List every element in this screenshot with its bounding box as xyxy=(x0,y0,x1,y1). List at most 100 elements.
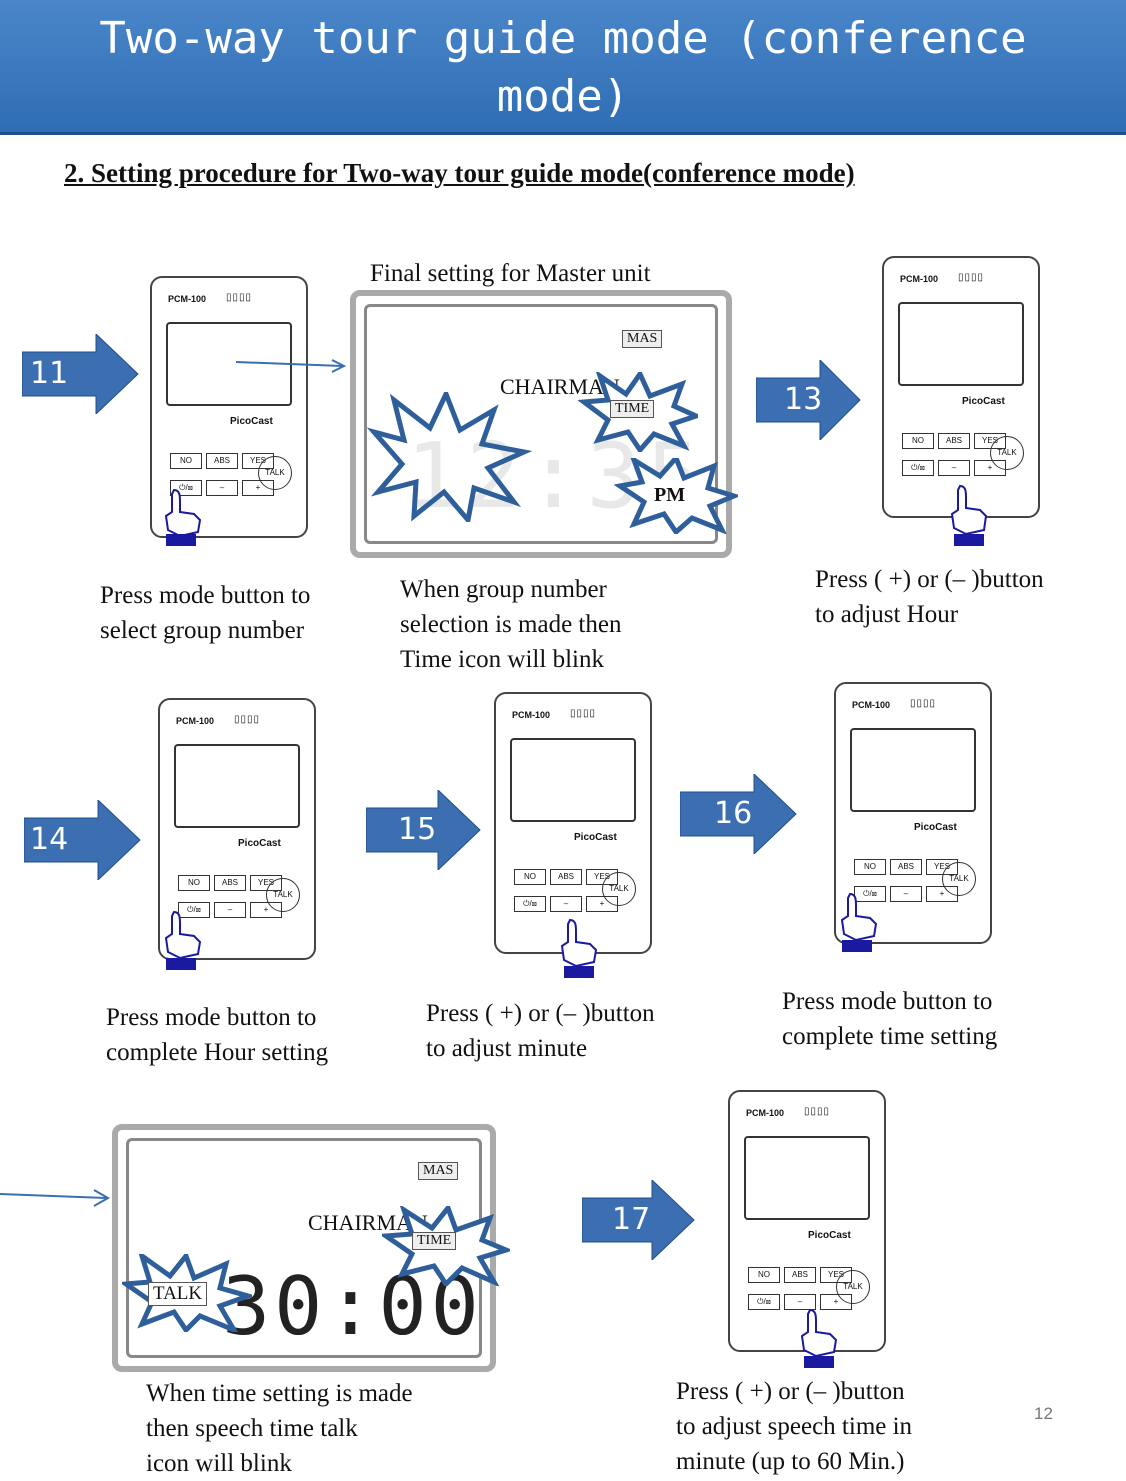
speaker-grill: ▯▯▯▯ xyxy=(226,293,253,304)
minus-key: – xyxy=(890,886,922,902)
pointer-arrow xyxy=(235,359,347,373)
mode-key: ⏻/⊠ xyxy=(748,1294,780,1310)
no-key: NO xyxy=(170,453,202,469)
talk-key: TALK xyxy=(258,456,292,490)
device-brand: PCM-100 xyxy=(168,294,207,304)
device-brand: PCM-100 xyxy=(900,274,939,284)
time-indicator: TIME xyxy=(412,1232,457,1250)
mode-key: ⏻/⊠ xyxy=(514,896,546,912)
talk-key: TALK xyxy=(266,878,300,912)
minus-key: – xyxy=(784,1294,816,1310)
device-screen xyxy=(174,744,300,828)
caption-step-17: Press ( +) or (– )button to adjust speec… xyxy=(676,1378,913,1475)
minus-key: – xyxy=(214,902,246,918)
blink-burst xyxy=(366,392,533,522)
pm-burst xyxy=(614,458,738,534)
mode-key: ⏻/⊠ xyxy=(178,902,210,918)
step-arrow-13 xyxy=(756,360,861,440)
pointer-arrow xyxy=(0,1189,111,1207)
pointing-hand-icon xyxy=(164,488,202,546)
abs-key: ABS xyxy=(890,859,922,875)
device-screen xyxy=(898,302,1024,386)
device-logo: PicoCast xyxy=(574,832,617,843)
step-arrow-15 xyxy=(366,790,481,870)
mode-key: ⏻/⊠ xyxy=(170,480,202,496)
time-indicator: TIME xyxy=(610,400,655,418)
device-brand: PCM-100 xyxy=(512,710,551,720)
section-heading: 2. Setting procedure for Two-way tour gu… xyxy=(64,158,855,188)
no-key: NO xyxy=(854,859,886,875)
pointing-hand-icon xyxy=(560,918,598,978)
page-number: 12 xyxy=(1034,1404,1053,1423)
step-arrow-16 xyxy=(680,774,797,854)
speaker-grill: ▯▯▯▯ xyxy=(234,715,261,726)
device-logo: PicoCast xyxy=(238,838,281,849)
no-key: NO xyxy=(514,869,546,885)
caption-step-15: Press ( +) or (– )button to adjust minut… xyxy=(426,1000,655,1062)
step-number-11: 11 xyxy=(30,356,69,391)
caption-step-16: Press mode button to complete time setti… xyxy=(782,988,998,1050)
speaker-grill: ▯▯▯▯ xyxy=(958,273,985,284)
device-screen xyxy=(744,1136,870,1220)
mode-key: ⏻/⊠ xyxy=(902,460,934,476)
mode-key: ⏻/⊠ xyxy=(854,886,886,902)
talk-key: TALK xyxy=(942,862,976,896)
pointing-hand-icon xyxy=(800,1308,838,1368)
step-number-17: 17 xyxy=(612,1202,651,1237)
caption-step-13: Press ( +) or (– )button to adjust Hour xyxy=(815,566,1044,628)
abs-key: ABS xyxy=(784,1267,816,1283)
device-brand: PCM-100 xyxy=(746,1108,785,1118)
caption-talk-icon: When time setting is made then speech ti… xyxy=(146,1380,413,1477)
minus-key: – xyxy=(206,480,238,496)
device-screen xyxy=(510,738,636,822)
step-arrow-14 xyxy=(24,800,141,880)
mas-indicator: MAS xyxy=(622,330,663,348)
device-logo: PicoCast xyxy=(914,822,957,833)
caption-step-11: Press mode button to select group number xyxy=(100,582,311,644)
device-logo: PicoCast xyxy=(230,416,273,427)
pointing-hand-icon xyxy=(164,910,202,970)
abs-key: ABS xyxy=(550,869,582,885)
minus-key: – xyxy=(550,896,582,912)
abs-key: ABS xyxy=(214,875,246,891)
caption-step-12: When group number selection is made then… xyxy=(400,576,622,673)
device-logo: PicoCast xyxy=(808,1230,851,1241)
step-number-16: 16 xyxy=(714,796,753,831)
talk-key: TALK xyxy=(602,872,636,906)
device-logo: PicoCast xyxy=(962,396,1005,407)
step-number-15: 15 xyxy=(398,812,437,847)
device-brand: PCM-100 xyxy=(852,700,891,710)
no-key: NO xyxy=(902,433,934,449)
caption-step-14: Press mode button to complete Hour setti… xyxy=(106,1004,329,1066)
abs-key: ABS xyxy=(938,433,970,449)
pointing-hand-icon xyxy=(840,892,878,952)
step-arrow-11 xyxy=(22,334,139,414)
title-banner: Two-way tour guide mode (conference mode… xyxy=(0,0,1126,135)
speaker-grill: ▯▯▯▯ xyxy=(804,1107,831,1118)
minus-key: – xyxy=(938,460,970,476)
step-number-14: 14 xyxy=(30,822,69,857)
pointing-hand-icon xyxy=(950,484,988,546)
talk-indicator: TALK xyxy=(148,1282,208,1306)
page-title: Two-way tour guide mode (conference mode… xyxy=(99,13,1027,122)
device-screen xyxy=(850,728,976,812)
mas-indicator: MAS xyxy=(418,1162,459,1180)
speaker-grill: ▯▯▯▯ xyxy=(570,709,597,720)
step-number-13: 13 xyxy=(784,382,823,417)
step-arrow-17 xyxy=(582,1180,695,1260)
no-key: NO xyxy=(178,875,210,891)
device-brand: PCM-100 xyxy=(176,716,215,726)
abs-key: ABS xyxy=(206,453,238,469)
lcd-digits: 30:00 xyxy=(222,1260,483,1353)
speaker-grill: ▯▯▯▯ xyxy=(910,699,937,710)
no-key: NO xyxy=(748,1267,780,1283)
final-setting-label: Final setting for Master unit xyxy=(370,260,651,287)
